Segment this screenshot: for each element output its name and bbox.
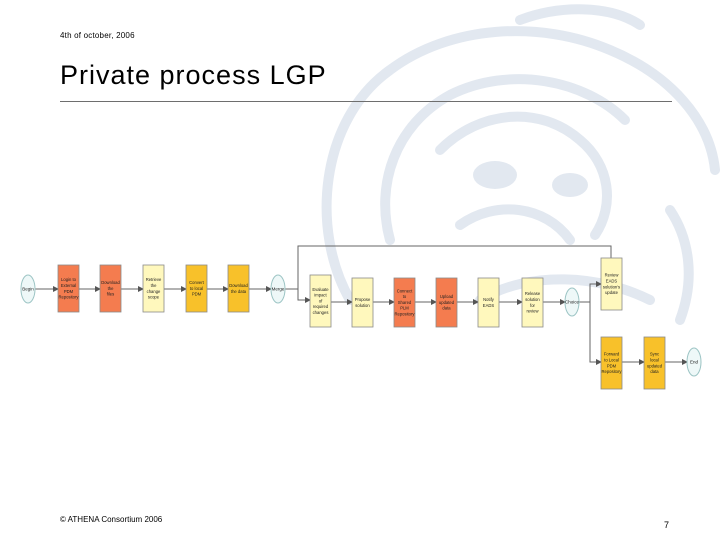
flow-connector (590, 302, 601, 362)
node-label: End (690, 360, 699, 365)
node-label: Merge (272, 287, 285, 292)
node-choice: Choice (565, 288, 580, 316)
copyright-notice: © ATHENA Consortium 2006 (60, 515, 162, 524)
flow-connector (285, 289, 310, 300)
node-label: Begin (22, 287, 34, 292)
page-number: 7 (664, 520, 669, 530)
node-merge: Merge (271, 275, 285, 303)
node-end: End (687, 348, 701, 376)
node-label: Choice (565, 300, 580, 305)
flow-connector (579, 284, 601, 302)
node-begin: Begin (21, 275, 35, 303)
